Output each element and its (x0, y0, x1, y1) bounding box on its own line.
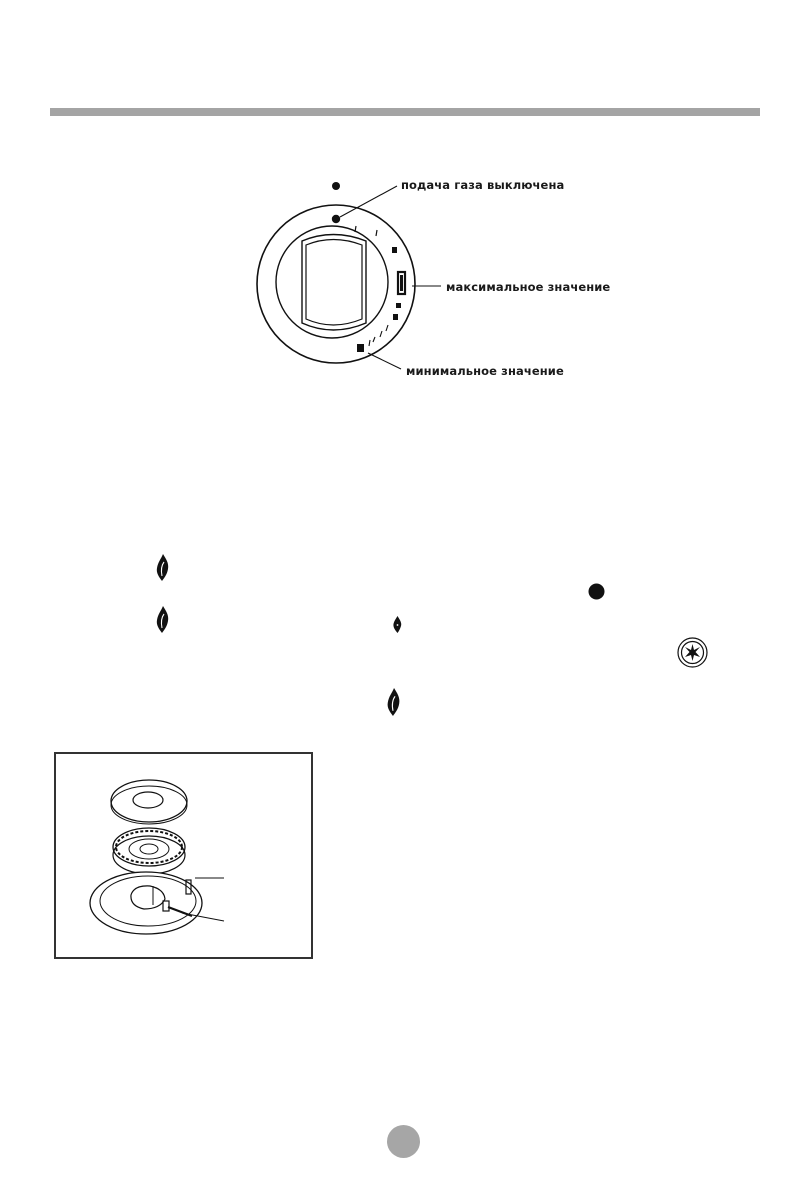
page-number-badge (387, 1125, 420, 1158)
flame-small-icon (393, 616, 402, 633)
ignition-icon (677, 637, 708, 668)
label-gas-off: подача газа выключена (401, 178, 565, 192)
flame-large-icon (386, 688, 401, 716)
control-knob-illustration (256, 182, 441, 370)
label-min-value: минимальное значение (406, 364, 564, 378)
gas-off-dot-icon (588, 583, 605, 600)
flame-large-icon (156, 554, 169, 581)
knob-diagram (250, 170, 610, 385)
flame-large-icon (156, 606, 169, 633)
burner-figure (54, 752, 313, 959)
header-rule (50, 108, 760, 116)
burner-exploded-illustration (89, 779, 225, 935)
label-max-value: максимальное значение (446, 280, 611, 294)
